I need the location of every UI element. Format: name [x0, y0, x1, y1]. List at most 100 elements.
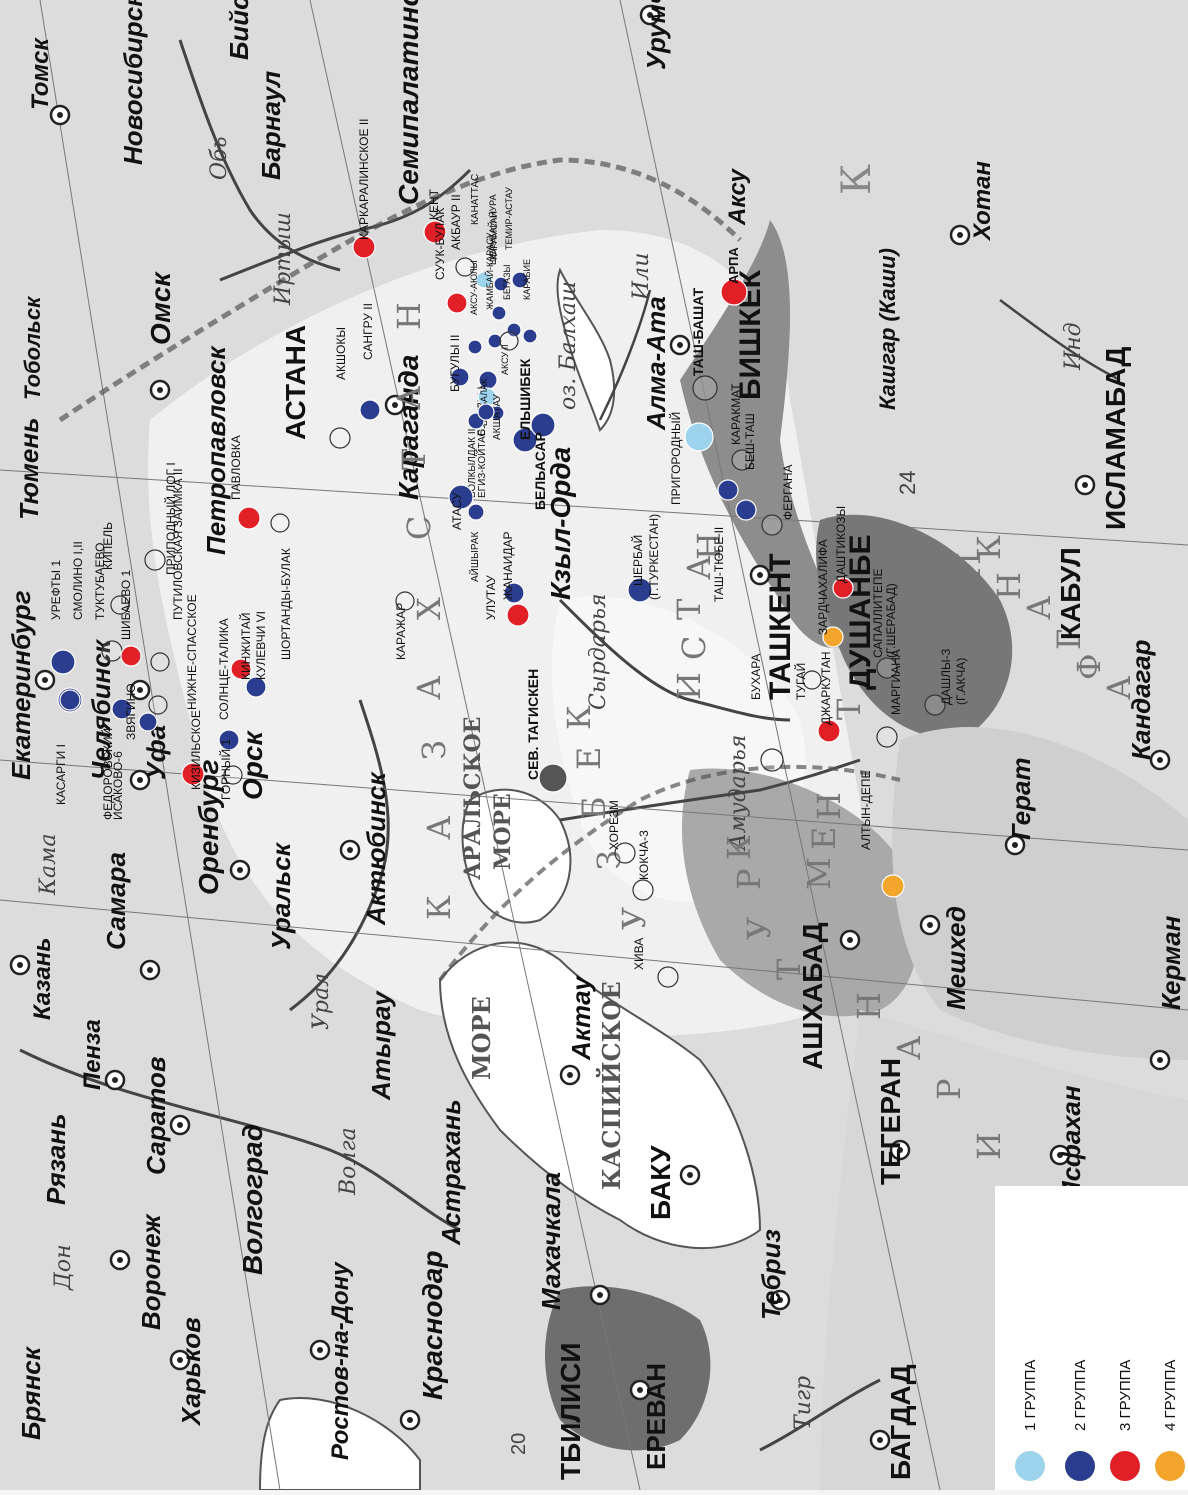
country-letter-uzbekistan: Т: [670, 598, 708, 620]
site-label-егиз-койтас: ЕГИЗ-КОЙТАС: [475, 429, 488, 498]
city-dot: [169, 1114, 191, 1136]
site-label-таш-тюбе-ii: ТАШ-ТЮБЕ II: [712, 527, 726, 602]
country-letter-kazakhstan: Н: [390, 302, 428, 330]
site-marker-касарги-i: [59, 689, 81, 711]
site-marker-суук-булак: [446, 292, 468, 314]
map-label-omsk: Омск: [145, 271, 176, 345]
legend-swatch-group-2: [1065, 1451, 1095, 1481]
map-label-tashkent: ТАШКЕНТ: [764, 553, 797, 700]
city-dot: [1049, 1144, 1071, 1166]
map-label-volga: Волга: [336, 1127, 361, 1196]
site-marker-алтын-депе: [881, 874, 905, 898]
syrdarya-river: [558, 598, 791, 722]
site-label-пригородный: ПРИГОРОДНЫЙ: [668, 412, 683, 505]
site-label-жанаидар: ЖАНАИДАР: [501, 531, 515, 600]
map-label-isfahan: Исфахан: [1056, 1085, 1086, 1200]
site-marker-путиловская-заимка-ii: [144, 549, 166, 571]
map-label-irtysh: Иртыш: [271, 212, 296, 306]
site-marker-кокча-3: [632, 879, 654, 901]
russia-kazakhstan-border: [58, 157, 742, 423]
site-label-аксу-аюлы: АКСУ-АЮЛЫ: [469, 260, 479, 315]
site-marker-фергана: [761, 514, 783, 536]
country-letter-afghan: А: [1020, 596, 1058, 620]
site-marker-каракмат: [731, 449, 753, 471]
city-dot: [889, 1139, 911, 1161]
map-label-ryazan: Рязань: [41, 1113, 71, 1205]
country-letter-turkmenistan: Т: [770, 958, 808, 980]
site-marker-аксу-аюлы: [467, 339, 483, 355]
map-label-khotan: Хотан: [969, 161, 996, 242]
country-letter-kazakhstan: А: [410, 676, 448, 700]
site-marker-бугулы-ii: [450, 367, 470, 387]
map-label-ob: Обь: [207, 137, 232, 180]
site-label-бугулы-ii: БУГУЛЫ II: [448, 335, 462, 392]
site-marker-маргиана: [876, 726, 898, 748]
map-label-num-24: 24: [895, 471, 920, 495]
city-dot: [629, 1379, 651, 1401]
site-label-хива: ХИВА: [632, 938, 646, 970]
graticule-line: [0, 899, 1188, 1011]
map-label-bryansk: Брянск: [16, 1345, 46, 1440]
country-letter-uzbekistan: К: [560, 705, 598, 730]
site-label-темир-астау: ТЕМИР-АСТАУ: [504, 187, 514, 250]
map-label-don: Дон: [51, 1244, 76, 1291]
site-label-байбалак: БАЙБАЛАК: [478, 378, 489, 426]
map-label-ufa: Уфа: [141, 725, 171, 780]
site-marker-беш-таш: [735, 499, 757, 521]
site-label-г-акча: (Г.АКЧА): [954, 658, 968, 705]
site-label-ельшибек: ЕЛЬШИБЕК: [517, 358, 533, 440]
site-label-джаркутан: ДЖАРКУТАН: [819, 651, 833, 725]
site-label-шортанды-булак: ШОРТАНДЫ-БУЛАК: [279, 548, 293, 660]
site-label-нижне-спасское: НИЖНЕ-СПАССКОЕ: [185, 594, 199, 710]
map-label-rostov: Ростов-на-Дону: [327, 1261, 354, 1460]
site-marker-кент: [423, 220, 447, 244]
site-marker-айшырак: [467, 503, 485, 521]
site-label-кипель: КИПЕЛЬ: [101, 522, 115, 570]
site-marker-аксу-ii: [499, 331, 519, 351]
city-dot: [669, 334, 691, 356]
site-marker-кинжитай: [230, 658, 252, 680]
city-dot: [229, 859, 251, 881]
ind-river: [999, 298, 1121, 382]
map-label-tabriz: Тебриз: [756, 1229, 786, 1320]
site-marker-кизильское: [181, 762, 205, 786]
site-marker-арпа: [720, 278, 748, 306]
site-label-исаково-6: ИСАКОВО-6: [111, 751, 125, 820]
site-label-арпа: АРПА: [726, 247, 741, 284]
map-label-urumchi: Урумчи: [641, 0, 671, 70]
site-label-таш-башат: ТАШ-БАШАТ: [690, 287, 706, 376]
southern-border: [438, 764, 901, 982]
city-dot: [169, 1349, 191, 1371]
tigr-river: [759, 1378, 881, 1452]
city-dot: [1004, 834, 1026, 856]
map-label-orsk: Орск: [237, 730, 268, 800]
city-dot: [949, 224, 971, 246]
map-label-baku: БАКУ: [645, 1145, 676, 1220]
site-label-горный-1: ГОРНЫЙ 1: [218, 739, 233, 800]
map-label-ind: Инд: [1061, 322, 1086, 371]
city-dot: [639, 4, 661, 26]
country-letter-afghan: А: [1100, 676, 1138, 700]
map-label-herat: Герат: [1006, 757, 1036, 840]
site-marker-сапаллитепе: [876, 657, 898, 679]
site-label-приподный-лог-i: ПРИПОДНЫЙ ЛОГ I: [163, 462, 178, 575]
city-dot: [589, 1284, 611, 1306]
site-label-бельасар: БЕЛЬАСАР: [532, 432, 548, 510]
map-label-atyrau: Атырау: [366, 990, 396, 1101]
map-label-kashgar: Кашгар (Каши): [875, 248, 900, 410]
site-label-кулевчи-vi: КУЛЕВЧИ VI: [254, 611, 268, 680]
graticule-line: [0, 469, 1188, 546]
site-marker-бухара: [760, 748, 784, 772]
map-label-mashhad: Мешхед: [941, 906, 971, 1010]
aral-sea: [461, 788, 572, 924]
site-marker-урефты-1: [50, 649, 76, 675]
map-label-kharkov: Харьков: [176, 1317, 206, 1427]
country-letter-uzbekistan: А: [680, 556, 718, 580]
site-label-хорезм: ХОРЕЗМ: [607, 800, 621, 850]
azov-sea: [258, 1397, 421, 1490]
site-label-алтын-депе: АЛТЫН-ДЕПЕ: [859, 770, 873, 850]
site-label-сангру-ii: САНГРУ II: [361, 303, 375, 360]
country-letter-turkmenistan: М: [800, 857, 838, 890]
map-label-amudarya: Амударья: [726, 735, 751, 852]
site-marker-шерубай-нура: [491, 305, 507, 321]
